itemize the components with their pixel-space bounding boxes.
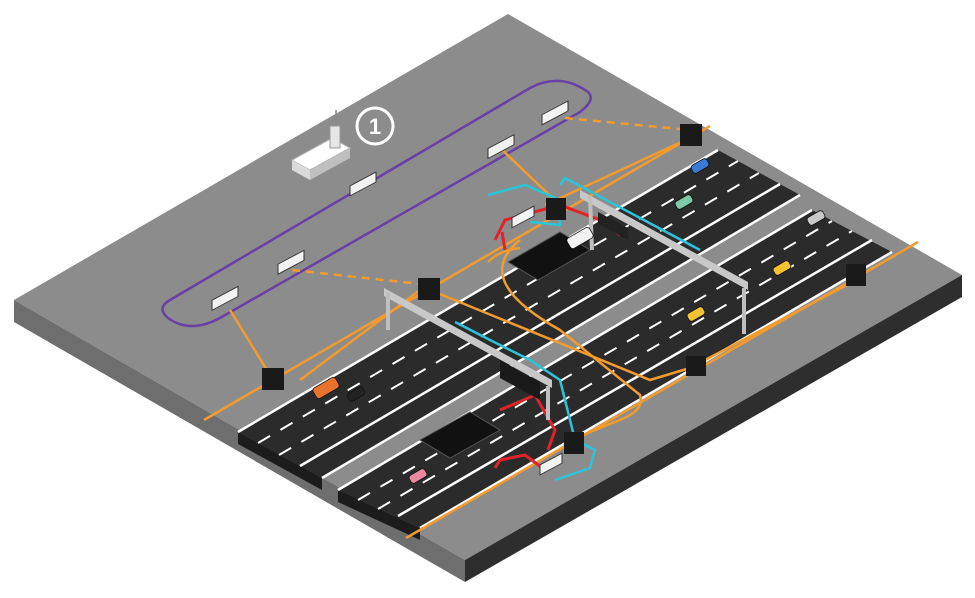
switch — [211, 285, 239, 312]
switch — [277, 249, 305, 275]
car — [690, 158, 710, 174]
switches — [211, 100, 569, 476]
ground-side-right — [465, 275, 962, 582]
cabinets — [262, 124, 866, 454]
cabinet — [262, 368, 284, 390]
switch — [349, 171, 377, 197]
truck — [566, 227, 594, 249]
highway — [237, 148, 893, 540]
cabinet — [680, 124, 702, 146]
callout-number: 1 — [369, 114, 381, 139]
gantry-upper — [580, 190, 748, 334]
switch — [541, 100, 569, 126]
gantry-sign-upper — [598, 212, 628, 240]
cabinet — [846, 264, 866, 286]
road-edge-left-lower — [338, 490, 420, 540]
gantry-lower — [384, 288, 552, 420]
fiber-links — [203, 124, 919, 540]
cabinet — [564, 432, 584, 454]
switch — [511, 205, 535, 229]
fiber-ring — [161, 79, 592, 328]
switch — [487, 133, 515, 160]
fiber-dashed-links — [291, 116, 691, 286]
vehicles — [312, 158, 826, 484]
car — [772, 260, 792, 276]
road-lower — [338, 210, 892, 528]
control-center-building — [290, 110, 352, 180]
car — [674, 194, 694, 210]
cabinet — [546, 198, 566, 220]
lane-dashes — [257, 160, 853, 510]
cabinet — [418, 278, 440, 300]
car — [806, 210, 826, 226]
gantry-sign-lower — [500, 360, 540, 400]
car — [346, 386, 366, 402]
road-edge-left-upper — [238, 432, 322, 490]
switch — [539, 452, 563, 476]
car — [408, 468, 428, 484]
loop-detector-lower — [419, 411, 501, 459]
callout-badge: 1 — [355, 106, 395, 146]
lane-borders — [237, 148, 893, 530]
truck — [312, 377, 340, 399]
cabinet — [686, 356, 706, 376]
car — [686, 306, 706, 322]
